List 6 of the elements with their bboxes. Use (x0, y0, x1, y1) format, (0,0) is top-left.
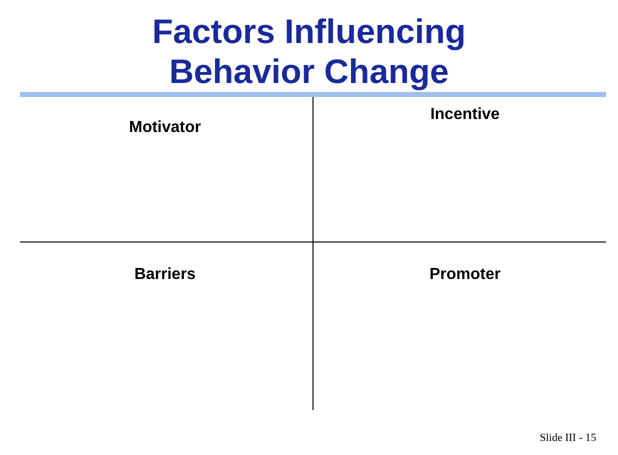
quadrant-heading: Barriers (134, 266, 196, 284)
quadrant-heading: Motivator (129, 119, 201, 137)
slide-title: Factors Influencing Behavior Change (151, 12, 467, 92)
slide-number: Slide III - 15 (540, 432, 596, 444)
quadrant-heading: Promoter (429, 266, 501, 284)
quadrant-heading: Incentive (430, 106, 500, 124)
